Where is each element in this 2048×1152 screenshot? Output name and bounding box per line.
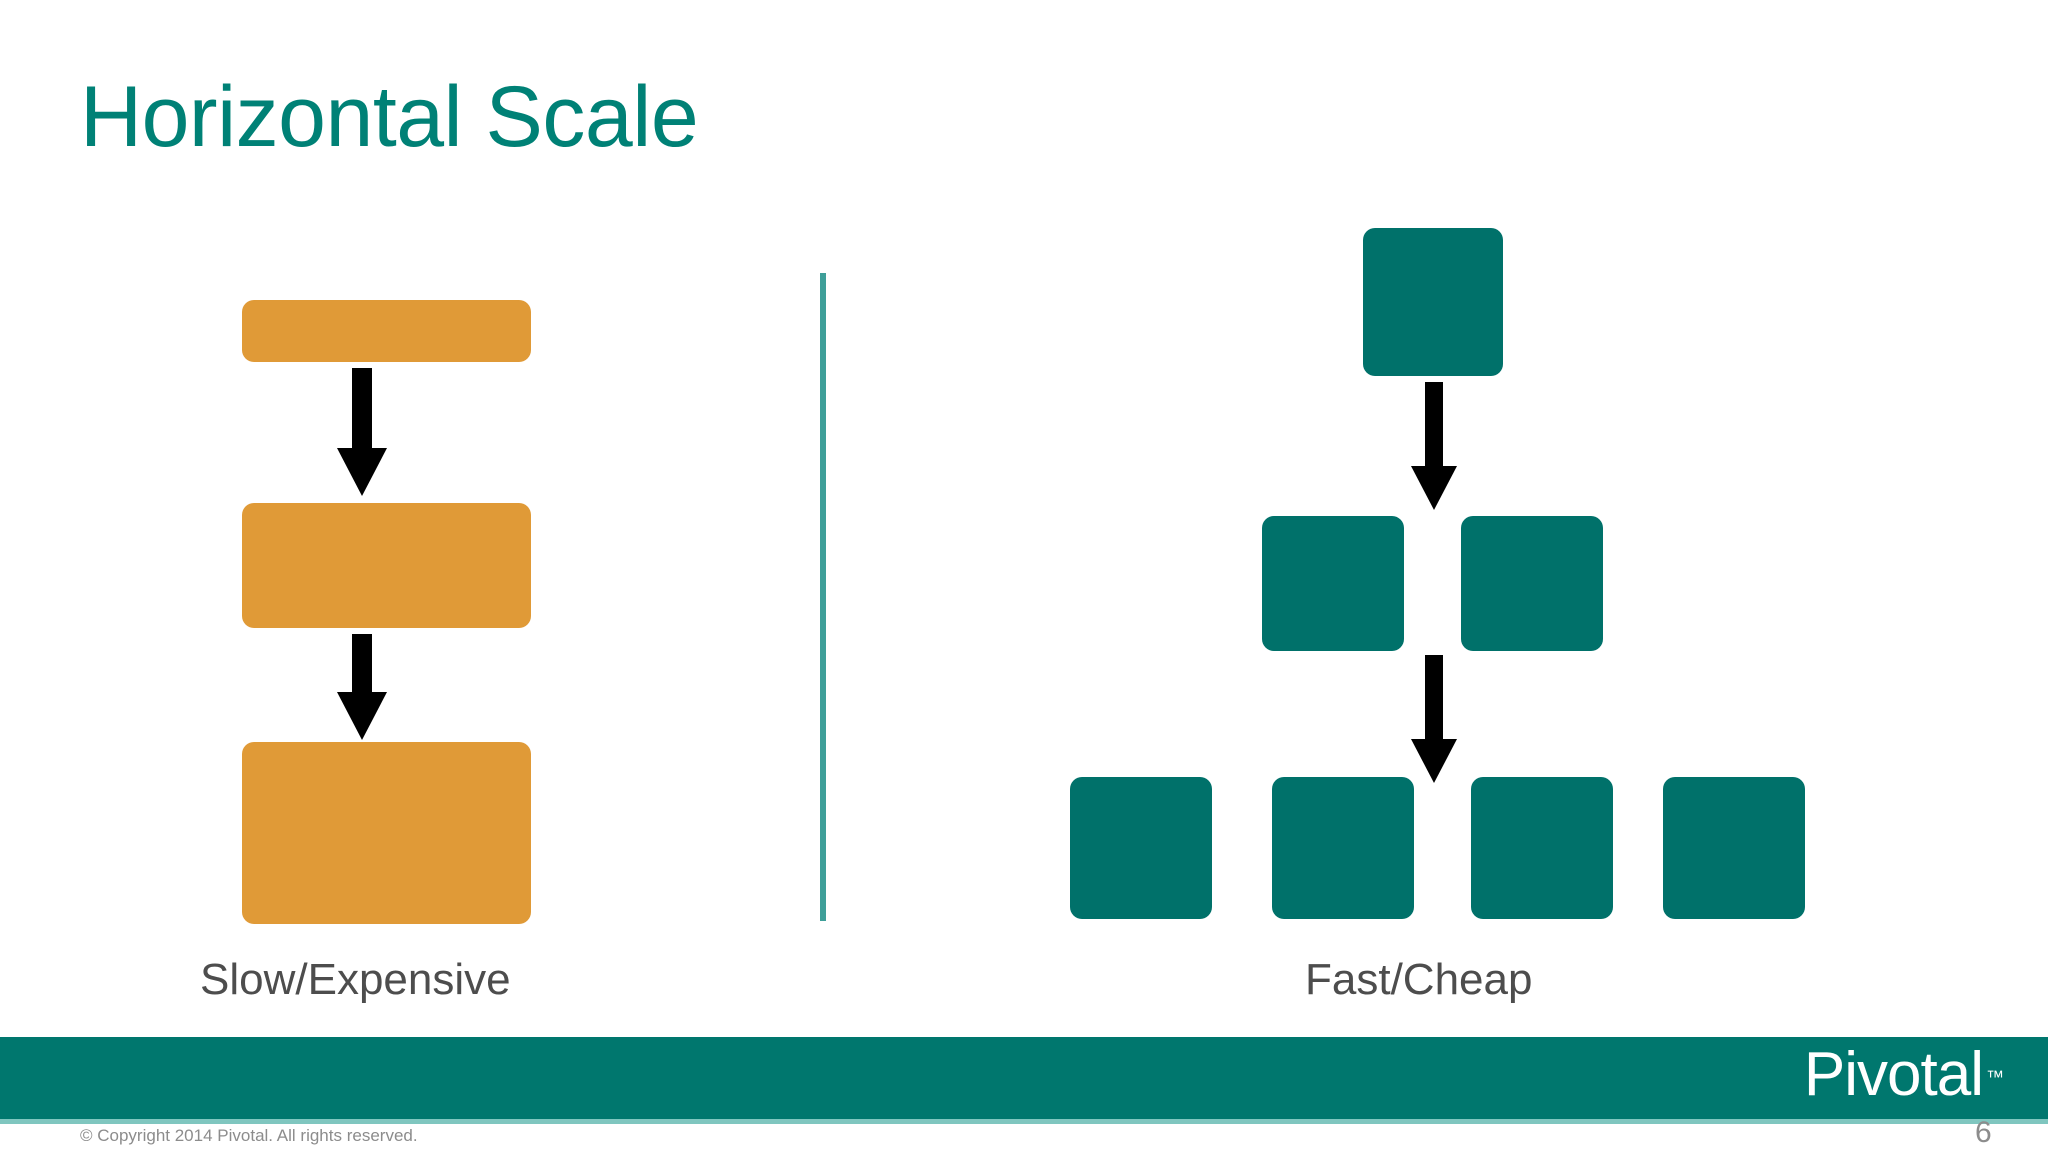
vertical-arrow-1 — [337, 368, 387, 496]
horizontal-node-top-1 — [1363, 228, 1503, 376]
column-divider — [820, 273, 826, 921]
footer-accent-strip — [0, 1119, 2048, 1124]
vertical-node-1 — [242, 300, 531, 362]
trademark-icon: ™ — [1986, 1067, 2004, 1087]
vertical-scale-caption: Slow/Expensive — [200, 955, 511, 1004]
pivotal-logo-text: Pivotal — [1803, 1040, 1984, 1109]
horizontal-node-mid-2 — [1461, 516, 1603, 651]
page-title: Horizontal Scale — [80, 69, 699, 165]
horizontal-node-mid-1 — [1262, 516, 1404, 651]
horizontal-node-bottom-3 — [1471, 777, 1613, 919]
horizontal-scale-caption: Fast/Cheap — [1305, 955, 1533, 1004]
horizontal-node-bottom-4 — [1663, 777, 1805, 919]
vertical-node-3 — [242, 742, 531, 924]
vertical-node-2 — [242, 503, 531, 628]
horizontal-node-bottom-1 — [1070, 777, 1212, 919]
copyright-text: © Copyright 2014 Pivotal. All rights res… — [80, 1126, 418, 1145]
horizontal-node-bottom-2 — [1272, 777, 1414, 919]
page-number: 6 — [1975, 1116, 1992, 1149]
vertical-arrow-2 — [337, 634, 387, 740]
horizontal-arrow-1 — [1409, 382, 1459, 510]
footer-bar — [0, 1037, 2048, 1119]
horizontal-arrow-2 — [1409, 655, 1459, 783]
